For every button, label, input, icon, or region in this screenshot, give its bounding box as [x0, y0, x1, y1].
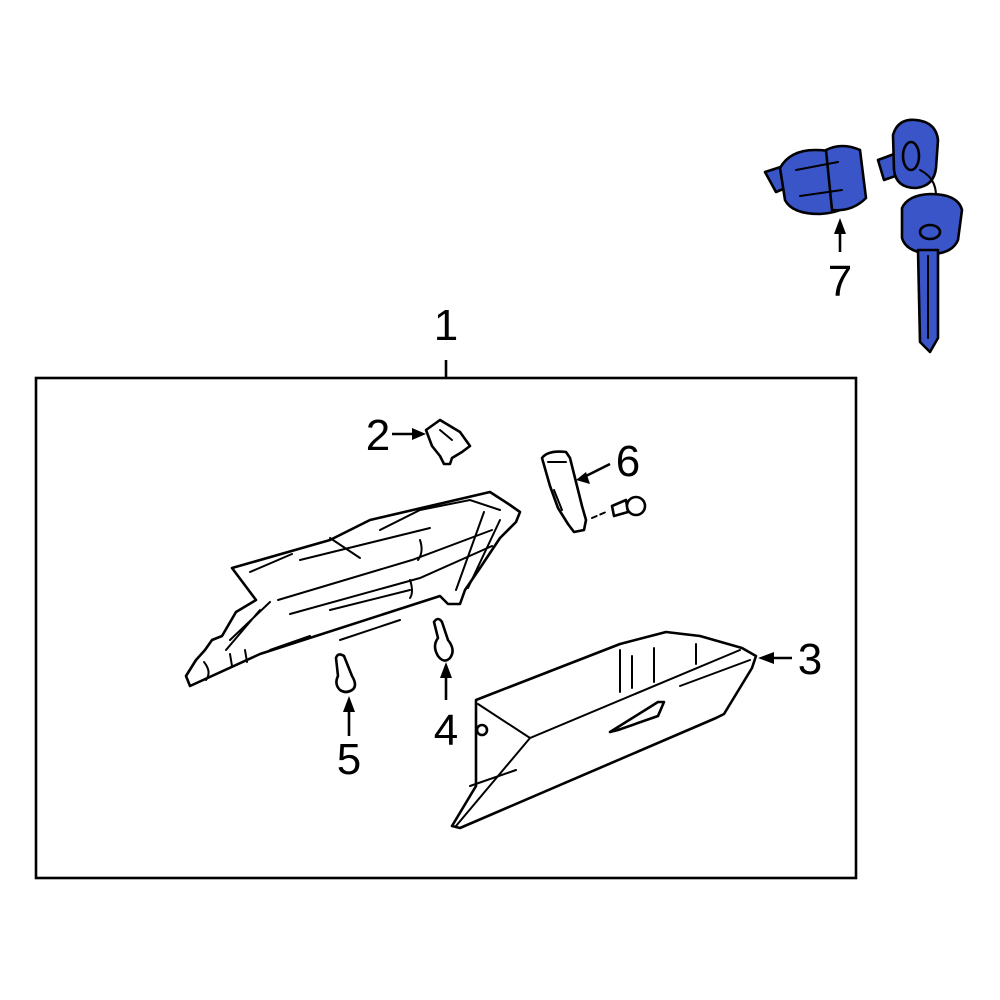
callout-3-arrowhead — [758, 652, 774, 664]
callout-2[interactable]: 2 — [366, 411, 390, 460]
callout-7[interactable]: 7 — [828, 257, 852, 306]
callout-7-arrowhead — [834, 218, 846, 234]
glove-box-door-icon[interactable] — [450, 630, 758, 830]
screw-icon[interactable] — [610, 495, 647, 518]
damper-icon[interactable] — [540, 450, 588, 534]
callout-4[interactable]: 4 — [434, 706, 458, 755]
damper-screw-dashline — [591, 511, 607, 519]
clip-icon[interactable] — [424, 418, 472, 466]
lock-cylinder-icon[interactable] — [763, 118, 964, 354]
callout-5-arrowhead — [343, 696, 355, 712]
callout-5[interactable]: 5 — [337, 735, 361, 784]
callout-1[interactable]: 1 — [434, 301, 458, 350]
callout-4-arrowhead — [440, 662, 452, 678]
callout-2-arrowhead — [412, 428, 426, 440]
callout-3[interactable]: 3 — [798, 635, 822, 684]
bumper-4-icon[interactable] — [432, 617, 454, 662]
glove-box-housing-icon[interactable] — [184, 490, 522, 688]
bumper-5-icon[interactable] — [334, 653, 357, 694]
callout-6-arrowhead — [576, 472, 590, 484]
callout-6[interactable]: 6 — [616, 437, 640, 486]
